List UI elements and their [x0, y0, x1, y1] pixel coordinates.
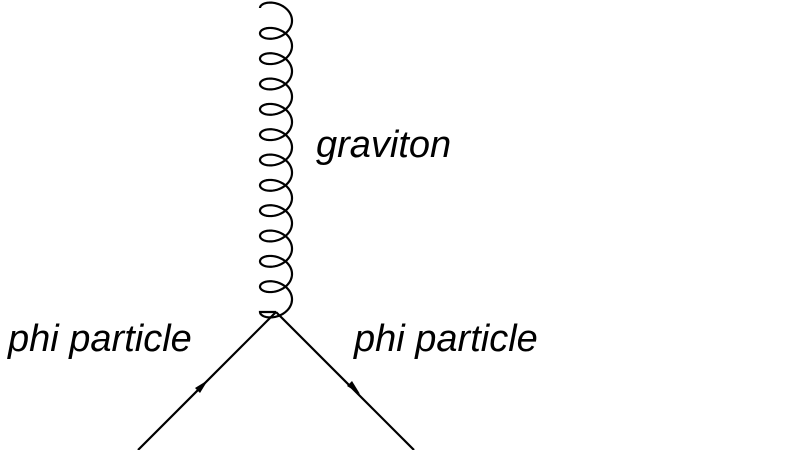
incoming-phi-label: phi particle	[7, 318, 192, 360]
outgoing-phi-label: phi particle	[353, 318, 538, 360]
incoming-arrowhead	[195, 380, 208, 393]
outgoing-phi-line	[275, 311, 415, 450]
outgoing-arrowhead	[347, 381, 360, 394]
graviton-label: graviton	[316, 124, 451, 166]
graviton-propagator	[258, 1, 294, 319]
